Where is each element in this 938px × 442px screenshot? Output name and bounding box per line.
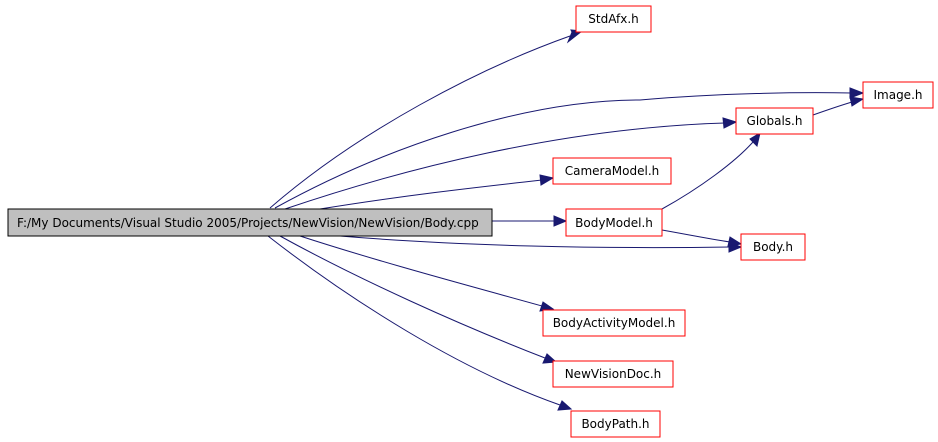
edge-globals-to-image [812, 101, 853, 116]
node-bodypath[interactable]: BodyPath.h [570, 410, 661, 438]
arrowhead-globals [722, 117, 738, 129]
nodes: F:/My Documents/Visual Studio 2005/Proje… [7, 5, 934, 438]
node-body[interactable]: Body.h [740, 233, 806, 261]
arrowhead-image-from-globals [849, 96, 865, 107]
node-newvisiondoc[interactable]: NewVisionDoc.h [552, 360, 674, 388]
node-image[interactable]: Image.h [862, 81, 934, 109]
node-bodyactivitymodel[interactable]: BodyActivityModel.h [542, 309, 686, 337]
arrowhead-cameramodel [539, 174, 555, 186]
node-label-stdafx: StdAfx.h [588, 12, 638, 26]
edge-body-cpp-to-image [274, 92, 853, 209]
node-label-bodymodel: BodyModel.h [575, 216, 653, 230]
node-label-globals: Globals.h [747, 114, 803, 128]
node-label-cameramodel: CameraModel.h [565, 164, 660, 178]
node-stdafx[interactable]: StdAfx.h [575, 5, 652, 33]
edge-body-cpp-to-bodyactivitymodel [299, 235, 543, 307]
arrowhead-bodymodel [553, 215, 568, 227]
node-cameramodel[interactable]: CameraModel.h [552, 157, 672, 185]
arrowhead-bodypath [557, 400, 573, 411]
node-bodymodel[interactable]: BodyModel.h [565, 208, 663, 237]
edge-body-cpp-to-cameramodel [319, 179, 543, 210]
node-globals[interactable]: Globals.h [735, 107, 814, 135]
arrowhead-image [849, 87, 865, 99]
edge-bodymodel-to-globals [661, 141, 754, 210]
arrowhead-stdafx [566, 29, 584, 44]
edge-body-cpp-to-bodypath [267, 235, 561, 406]
node-label-body: Body.h [753, 240, 793, 254]
node-label-bodypath: BodyPath.h [581, 417, 649, 431]
node-label-image: Image.h [873, 88, 922, 102]
edge-body-cpp-to-newvisiondoc [279, 235, 546, 359]
arrowhead-body-from-bodymodel [727, 236, 743, 247]
edge-body-cpp-to-body [339, 235, 731, 249]
node-label-bodyactivitymodel: BodyActivityModel.h [553, 316, 676, 330]
edge-body-cpp-to-stdafx [269, 35, 571, 209]
arrowhead-globals-from-bodymodel [749, 131, 761, 147]
node-label-newvisiondoc: NewVisionDoc.h [565, 367, 662, 381]
node-label-root: F:/My Documents/Visual Studio 2005/Proje… [17, 216, 479, 230]
edge-bodymodel-to-body [661, 229, 731, 243]
node-root-body-cpp[interactable]: F:/My Documents/Visual Studio 2005/Proje… [7, 208, 493, 237]
edge-body-cpp-to-globals [284, 122, 726, 210]
edges [267, 29, 865, 411]
